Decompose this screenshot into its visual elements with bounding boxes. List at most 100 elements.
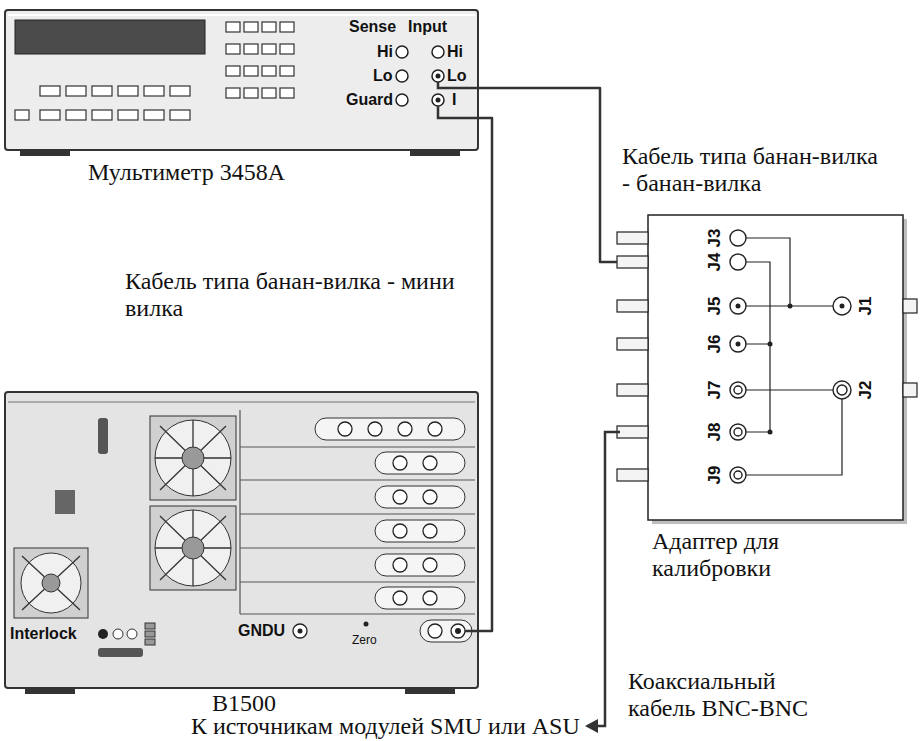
multimeter-drawing [436, 98, 441, 103]
module-slot [393, 456, 407, 470]
button [244, 88, 258, 98]
panel-label: Interlock [10, 625, 77, 643]
b1500-drawing [145, 623, 155, 629]
banana-mini-cable [478, 118, 492, 631]
fan [14, 548, 88, 618]
socket [730, 254, 746, 270]
fan [155, 420, 231, 496]
connector-label: J6 [705, 335, 725, 354]
button [15, 110, 29, 120]
terminal-label: I [452, 91, 456, 109]
module-slot [423, 456, 437, 470]
b1500-drawing [8, 401, 475, 403]
b1500-drawing [55, 490, 75, 514]
multimeter-drawing [15, 20, 205, 54]
b1500-drawing [428, 624, 442, 638]
multimeter-device: SenseInputHiHiLoLoGuardIМультиметр 3458A [5, 10, 478, 150]
button [170, 110, 190, 120]
b1500-drawing [145, 631, 155, 637]
cable-label: Кабель типа банан-вилка - банан-вилка [622, 143, 882, 197]
socket [730, 382, 746, 398]
terminal-label: Guard [346, 91, 393, 109]
connector-label: J2 [856, 381, 876, 400]
socket [833, 297, 851, 315]
cable-label: Коаксиальный кабель BNC-BNC [628, 668, 843, 722]
button [144, 110, 164, 120]
plug [617, 426, 648, 438]
connector-label: J1 [856, 297, 876, 316]
socket [730, 336, 746, 352]
multimeter-drawing [20, 150, 70, 156]
module-slot [428, 422, 442, 436]
coax-cable [585, 432, 620, 733]
connector-label: J7 [705, 381, 725, 400]
button [280, 22, 294, 32]
b1500-drawing [25, 688, 75, 694]
connector-label: J8 [705, 423, 725, 442]
device-caption: Мультиметр 3458A [88, 159, 285, 186]
coax-cable [597, 432, 620, 726]
adapter-drawing [788, 304, 793, 309]
terminal-label: Lo [373, 67, 393, 85]
module-slot [375, 486, 465, 508]
device-caption: Адаптер для калибровки [652, 528, 852, 582]
calibration-adapter: J3J4J5J6J7J8J9J1J2Адаптер для калибровки [617, 215, 905, 520]
module-slot [393, 558, 407, 572]
fan [150, 506, 236, 590]
device-caption: B1500 [212, 690, 276, 717]
adapter-drawing [840, 304, 845, 309]
module-slot [338, 422, 442, 605]
module-slot [375, 554, 465, 576]
cable-label: Кабель типа банан-вилка - мини вилка [125, 268, 465, 322]
terminal [396, 94, 408, 106]
fan [21, 553, 81, 613]
socket [734, 471, 742, 479]
b1500-drawing [145, 639, 155, 645]
module-slot [423, 558, 437, 572]
coax-cable [585, 719, 598, 733]
adapter-wire [746, 238, 842, 475]
button [40, 110, 60, 120]
module-slot [398, 422, 412, 436]
fan [182, 537, 204, 559]
adapter-drawing [736, 342, 741, 347]
plug [903, 383, 917, 397]
button [118, 110, 138, 120]
b1500-drawing [451, 624, 465, 638]
plug [617, 232, 648, 244]
plug [617, 469, 648, 481]
module-slot [375, 520, 465, 542]
module-slot [423, 591, 437, 605]
panel-heading: Sense [349, 18, 396, 36]
b1500-drawing [298, 629, 303, 634]
b1500-drawing [420, 620, 472, 642]
module-slot [393, 490, 407, 504]
button [280, 66, 294, 76]
b1500-drawing [98, 418, 108, 454]
socket [730, 230, 746, 246]
fan [155, 510, 231, 586]
module-slot [240, 410, 475, 614]
multimeter-drawing [5, 10, 478, 156]
b1500-drawing [5, 392, 478, 688]
button [280, 88, 294, 98]
fan [150, 416, 236, 500]
plug [617, 300, 648, 312]
panel-label: GNDU [238, 622, 285, 640]
connector-label: J9 [705, 466, 725, 485]
multimeter-drawing [8, 14, 475, 16]
button [262, 22, 276, 32]
fan [14, 416, 236, 618]
multimeter-drawing [436, 74, 441, 79]
module-slot [315, 418, 465, 440]
plug [617, 256, 648, 268]
terminal [396, 46, 444, 106]
socket [833, 381, 851, 399]
terminal-label: Hi [447, 43, 463, 61]
button [262, 88, 276, 98]
connector-label: J4 [705, 253, 725, 272]
fan [42, 574, 60, 592]
socket [730, 230, 851, 483]
